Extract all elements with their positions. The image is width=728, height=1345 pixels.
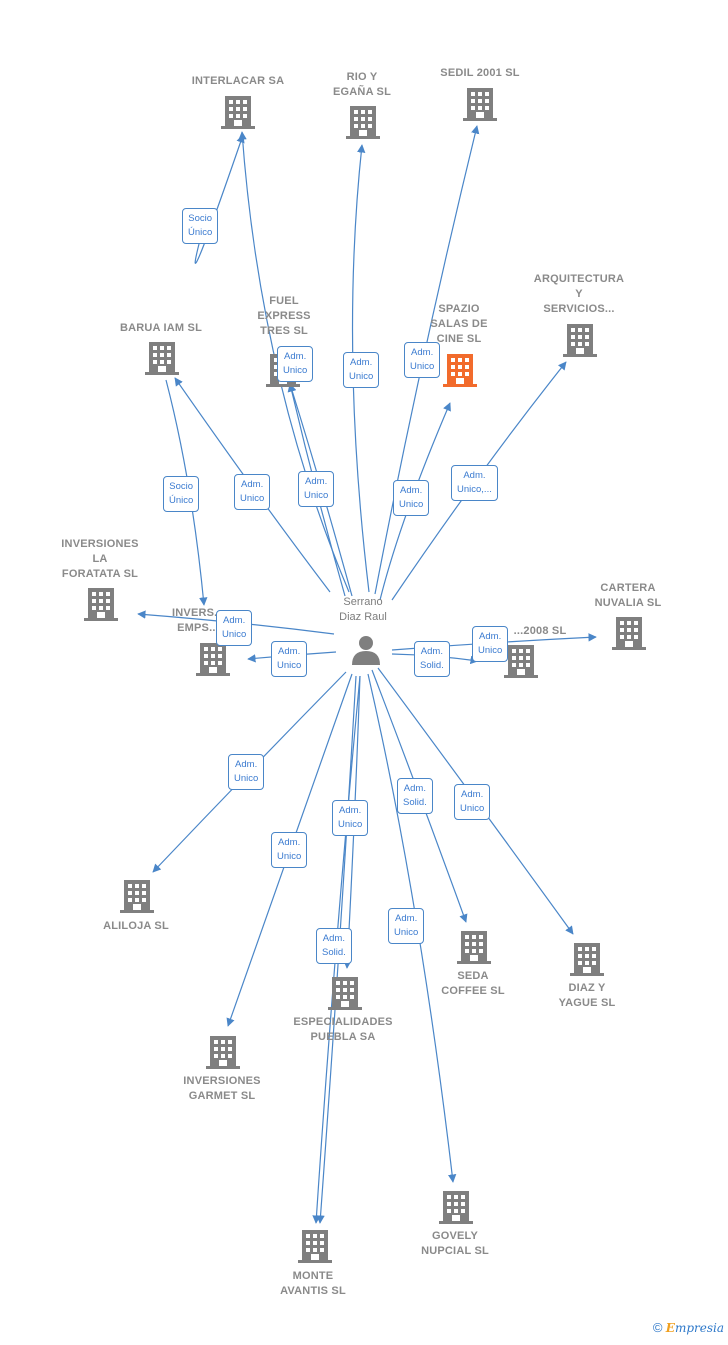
edge-label-fuel[interactable]: Adm. Unico [298, 471, 335, 507]
edge-label-inversemps[interactable]: Adm. Unico [271, 641, 308, 677]
company-label-arquitectura[interactable]: ARQUITECTURA Y SERVICIOS... [533, 273, 625, 315]
edge-label-fuel[interactable]: Adm. Unico [277, 346, 314, 382]
brand-logo-initial: E [665, 1321, 675, 1335]
edge-label-sedil[interactable]: Adm. Unico [404, 342, 441, 378]
edge-label-inversemps[interactable]: Socio Único [163, 476, 200, 512]
edge-label-diaz[interactable]: Adm. Unico [454, 784, 491, 820]
brand-logo-text: mpresia [674, 1321, 724, 1335]
building-icon-barua[interactable] [145, 342, 179, 375]
edge-label-c2008[interactable]: Adm. Solid. [414, 641, 450, 677]
edge-label-cartera[interactable]: Adm. Unico [472, 626, 509, 662]
building-icon-c2008[interactable] [504, 645, 538, 678]
copyright-icon: © [652, 1320, 663, 1335]
company-label-seda[interactable]: SEDA COFFEE SL [441, 970, 505, 997]
company-label-gevely[interactable]: GOVELY NUPCIAL SL [421, 1230, 489, 1257]
edge-label-arquitectura[interactable]: Adm. Unico,... [451, 465, 498, 501]
edge-label-rio[interactable]: Adm. Unico [343, 352, 380, 388]
company-label-c2008[interactable]: ...2008 SL [513, 625, 567, 637]
building-icon-spazio[interactable] [443, 354, 477, 387]
edge-label-seda[interactable]: Adm. Solid. [397, 778, 433, 814]
edge-label-especialidades[interactable]: Adm. Solid. [316, 928, 352, 964]
company-label-interlacar[interactable]: INTERLACAR SA [191, 75, 285, 87]
edge-label-interlacar[interactable]: Socio Único [182, 208, 219, 244]
building-icon-inversemps[interactable] [196, 643, 230, 676]
company-label-aliloja[interactable]: ALILOJA SL [103, 920, 169, 932]
company-label-inversemps[interactable]: INVERS... EMPS... [172, 607, 224, 634]
edge-label-barua[interactable]: Adm. Unico [234, 474, 271, 510]
edge-label-especialidades[interactable]: Adm. Unico [332, 800, 369, 836]
building-icon-gevely[interactable] [439, 1191, 473, 1224]
building-icon-cartera[interactable] [612, 617, 646, 650]
person-icon[interactable] [352, 636, 380, 665]
edge-label-aliloja[interactable]: Adm. Unico [228, 754, 265, 790]
person-label[interactable]: Serrano Diaz Raul [339, 596, 387, 623]
edge-label-gevely[interactable]: Adm. Unico [388, 908, 425, 944]
building-icon-foratata[interactable] [84, 588, 118, 621]
building-icon-seda[interactable] [457, 931, 491, 964]
company-label-cartera[interactable]: CARTERA NUVALIA SL [594, 582, 662, 609]
company-label-monte[interactable]: MONTE AVANTIS SL [280, 1270, 346, 1297]
building-icon-interlacar[interactable] [221, 96, 255, 129]
edge-label-foratata[interactable]: Adm. Unico [216, 610, 253, 646]
edge-label-garmet[interactable]: Adm. Unico [271, 832, 308, 868]
company-label-spazio[interactable]: SPAZIO SALAS DE CINE SL [430, 303, 488, 345]
building-icon-especialidades[interactable] [328, 977, 362, 1010]
building-icon-aliloja[interactable] [120, 880, 154, 913]
company-label-especialidades[interactable]: ESPECIALIDADES PUEBLA SA [293, 1016, 393, 1043]
company-label-sedil[interactable]: SEDIL 2001 SL [440, 67, 520, 79]
building-icon-diaz[interactable] [570, 943, 604, 976]
company-label-rio[interactable]: RIO Y EGAÑA SL [332, 71, 392, 98]
edge-barua-to-interlacar [194, 134, 245, 264]
company-label-barua[interactable]: BARUA IAM SL [119, 322, 203, 334]
building-icon-arquitectura[interactable] [563, 324, 597, 357]
brand-footer: © Empresia [653, 1320, 724, 1335]
building-icon-sedil[interactable] [463, 88, 497, 121]
building-icon-monte[interactable] [298, 1230, 332, 1263]
company-label-diaz[interactable]: DIAZ Y YAGUE SL [558, 982, 616, 1009]
company-label-foratata[interactable]: INVERSIONES LA FORATATA SL [61, 538, 139, 580]
building-icon-garmet[interactable] [206, 1036, 240, 1069]
company-label-garmet[interactable]: INVERSIONES GARMET SL [183, 1075, 261, 1102]
edge-label-spazio[interactable]: Adm. Unico [393, 480, 430, 516]
company-label-fuel[interactable]: FUEL EXPRESS TRES SL [257, 295, 311, 337]
building-icon-rio[interactable] [346, 106, 380, 139]
